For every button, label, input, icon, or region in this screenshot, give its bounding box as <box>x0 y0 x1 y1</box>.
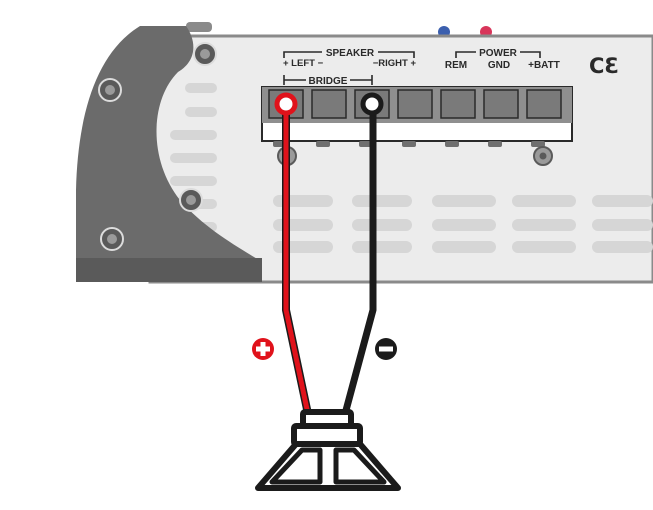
power-label: POWER <box>479 48 518 59</box>
heatsink-slots <box>273 195 653 253</box>
screw-icon <box>100 227 124 251</box>
negative-connection-icon <box>360 92 384 116</box>
plus-badge-icon <box>252 338 274 360</box>
positive-wire-core <box>283 104 311 415</box>
bridge-label: BRIDGE <box>309 76 348 87</box>
terminal-block <box>261 86 573 166</box>
amp-side-cap <box>76 26 262 282</box>
screw-icon <box>98 78 122 102</box>
screw-icon <box>193 42 217 66</box>
amp-base <box>76 258 262 282</box>
left-channel-label: + LEFT − <box>283 58 324 69</box>
screw-icon <box>179 188 203 212</box>
screw-icon <box>533 146 553 166</box>
top-tab <box>186 22 212 32</box>
rem-label: REM <box>445 60 467 71</box>
label-brackets <box>283 51 541 85</box>
terminal-gnd <box>483 89 519 119</box>
terminal-left-minus <box>311 89 347 119</box>
terminal-rem <box>440 89 476 119</box>
negative-wire <box>341 104 377 415</box>
gnd-label: GND <box>488 60 510 71</box>
ce-mark-label: CƐ <box>589 54 619 78</box>
amplifier-body <box>76 26 653 284</box>
batt-label: +BATT <box>528 60 560 71</box>
speaker-label: SPEAKER <box>326 48 375 59</box>
right-channel-label: −RIGHT + <box>373 58 417 69</box>
terminal-batt <box>526 89 562 119</box>
positive-connection-icon <box>274 92 298 116</box>
minus-badge-icon <box>375 338 397 360</box>
terminal-right-plus <box>397 89 433 119</box>
speaker-icon <box>255 409 401 491</box>
